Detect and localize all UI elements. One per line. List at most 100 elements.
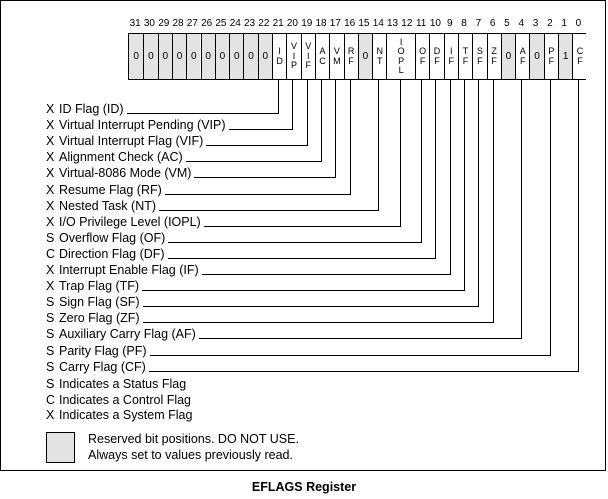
- leader-line-vertical: [478, 80, 480, 307]
- bit-cell-label: Z F: [491, 46, 497, 66]
- legend-text: Indicates a Status Flag: [59, 377, 187, 391]
- bit-number-16: 16: [344, 18, 356, 29]
- leader-line-horizontal: [159, 210, 379, 211]
- flag-kind-marker: X: [46, 134, 55, 149]
- flag-label: Parity Flag (PF): [59, 343, 147, 358]
- flag-label: Direction Flag (DF): [59, 246, 165, 261]
- flag-kind-marker: X: [46, 118, 55, 133]
- leader-line-horizontal: [142, 290, 465, 291]
- bit-cell-reserved-3: 0: [529, 34, 544, 79]
- bit-number-0: 0: [575, 18, 582, 29]
- bit-cell-label: P F: [548, 46, 555, 66]
- bit-number-4: 4: [518, 18, 525, 29]
- bit-cell-vip: V I P: [286, 34, 301, 79]
- bit-number-18: 18: [315, 18, 327, 29]
- bit-cell-pf: P F: [543, 34, 558, 79]
- bit-cell-reserved-22: 0: [257, 34, 272, 79]
- leader-line-horizontal: [194, 177, 336, 178]
- flag-label: Alignment Check (AC): [59, 150, 183, 165]
- bit-number-30: 30: [143, 18, 155, 29]
- flag-label: Carry Flag (CF): [59, 359, 146, 374]
- bit-cell-reserved-23: 0: [243, 34, 258, 79]
- legend-kind-marker: X: [46, 408, 55, 422]
- flag-label: Trap Flag (TF): [59, 279, 140, 294]
- bit-number-14: 14: [372, 18, 384, 29]
- bit-number-5: 5: [504, 18, 510, 29]
- flag-label: Virtual Interrupt Flag (VIF): [59, 134, 204, 149]
- flag-label: ID Flag (ID): [59, 102, 124, 116]
- leader-line-vertical: [492, 80, 494, 323]
- bit-number-27: 27: [186, 18, 198, 29]
- flag-label: Nested Task (NT): [59, 198, 157, 213]
- leader-line-horizontal: [143, 322, 493, 323]
- bit-cell-label: 0: [219, 50, 226, 62]
- flag-label: Resume Flag (RF): [59, 182, 162, 197]
- flag-label: Interrupt Enable Flag (IF): [59, 263, 199, 277]
- bit-cell-reserved-1: 1: [558, 34, 573, 79]
- bit-cell-label: V I F: [305, 41, 312, 71]
- flag-label: Zero Flag (ZF): [59, 311, 140, 326]
- bit-cell-label: N T: [376, 46, 383, 66]
- bit-number-20: 20: [286, 18, 298, 29]
- flag-kind-marker: S: [46, 230, 55, 245]
- bit-cell-reserved-29: 0: [157, 34, 172, 79]
- bit-cell-label: 1: [562, 50, 569, 62]
- bit-cell-label: 0: [148, 50, 154, 62]
- bit-cell-iopl: I O P L: [386, 34, 415, 79]
- flag-kind-marker: S: [46, 359, 55, 374]
- bit-cell-label: S F: [476, 46, 483, 66]
- leader-line-horizontal: [150, 355, 550, 356]
- bit-number-11: 11: [415, 18, 427, 29]
- bit-cell-label: 0: [176, 50, 183, 62]
- bit-cell-rf: R F: [343, 34, 358, 79]
- bit-cell-reserved-28: 0: [171, 34, 187, 79]
- bit-number-7: 7: [475, 18, 482, 29]
- leader-line-vertical: [335, 80, 337, 178]
- bit-number-6: 6: [489, 18, 496, 29]
- figure-caption: EFLAGS Register: [251, 480, 357, 494]
- leader-line-vertical: [435, 80, 437, 259]
- bit-cell-label: A F: [519, 46, 526, 66]
- bit-number-2: 2: [547, 18, 553, 29]
- leader-line-vertical: [292, 80, 294, 130]
- bit-number-21: 21: [272, 18, 284, 29]
- legend-kind-marker: C: [46, 392, 56, 407]
- legend-text: Indicates a Control Flag: [59, 392, 192, 407]
- flag-kind-marker: S: [46, 311, 55, 326]
- leader-line-horizontal: [204, 226, 400, 227]
- bit-cell-reserved-30: 0: [143, 34, 158, 79]
- bit-number-23: 23: [243, 18, 256, 29]
- leader-line-horizontal: [165, 194, 350, 195]
- leader-line-horizontal: [229, 129, 293, 130]
- flag-label: Auxiliary Carry Flag (AF): [59, 327, 196, 342]
- bit-cell-label: 0: [362, 50, 369, 62]
- bit-cell-reserved-5: 0: [500, 34, 516, 79]
- bit-cell-label: D F: [433, 46, 441, 66]
- reserved-note-line-1: Reserved bit positions. DO NOT USE.: [88, 432, 299, 446]
- leader-line-vertical: [578, 80, 580, 372]
- bit-cell-label: 0: [205, 50, 211, 62]
- bit-cell-zf: Z F: [486, 34, 501, 79]
- flag-kind-marker: X: [46, 198, 55, 213]
- bit-cell-label: A C: [319, 46, 326, 66]
- bit-cell-label: I O P L: [397, 36, 405, 75]
- bit-cell-ac: A C: [314, 34, 330, 79]
- leader-line-horizontal: [127, 113, 279, 114]
- flag-kind-marker: X: [46, 150, 55, 165]
- flag-label: Sign Flag (SF): [59, 295, 140, 310]
- bit-cell-reserved-27: 0: [186, 34, 201, 79]
- bit-cell-label: 0: [534, 50, 540, 62]
- flag-kind-marker: S: [46, 327, 55, 342]
- bit-number-25: 25: [215, 18, 227, 29]
- leader-line-horizontal: [149, 371, 579, 372]
- bit-cell-cf: C F: [572, 34, 587, 79]
- bit-number-26: 26: [201, 18, 213, 29]
- leader-line-horizontal: [143, 306, 479, 307]
- flag-kind-marker: X: [46, 102, 55, 116]
- bit-cell-label: C F: [576, 46, 584, 66]
- flag-label: Virtual Interrupt Pending (VIP): [59, 118, 226, 133]
- bit-number-9: 9: [446, 18, 453, 29]
- bit-cell-label: 0: [191, 50, 197, 62]
- bit-cell-label: T F: [462, 46, 469, 66]
